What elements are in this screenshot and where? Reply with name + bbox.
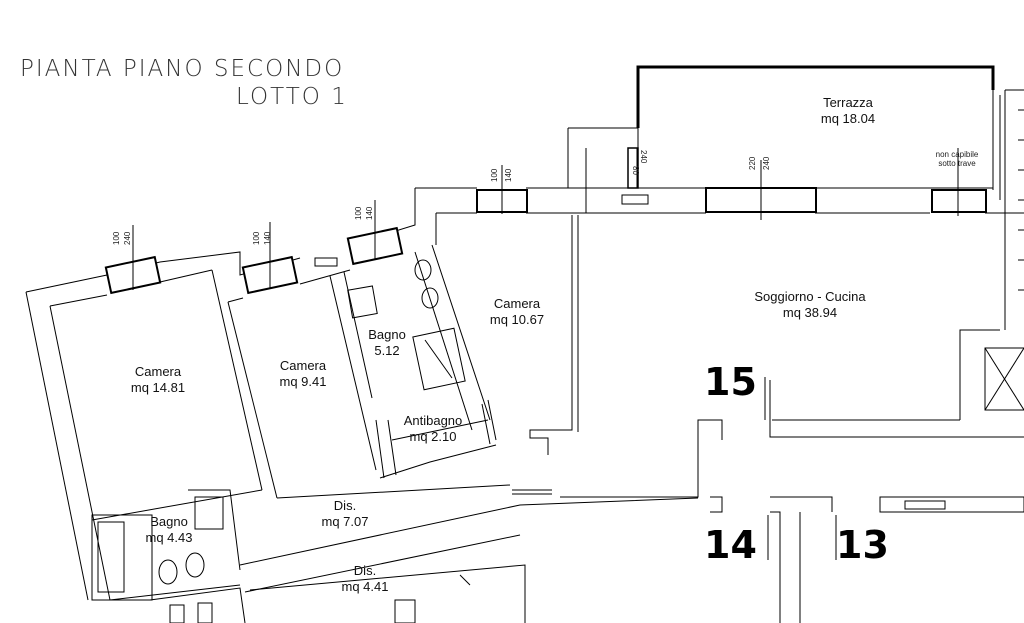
- room-name: Camera: [134, 364, 182, 379]
- room-name: Dis.: [333, 498, 357, 513]
- room-name: Bagno: [368, 327, 406, 342]
- room-area: mq 9.41: [279, 374, 327, 389]
- room-area: mq 4.41: [341, 579, 389, 594]
- note-line1: non capibile: [935, 150, 979, 159]
- room-name: Camera: [279, 358, 327, 373]
- room-area: mq 2.10: [409, 429, 457, 444]
- window-dim-w5-width: 80: [631, 166, 640, 175]
- room-label-dis-b: Dis. mq 4.41: [330, 563, 400, 595]
- room-area: mq 4.43: [145, 530, 193, 545]
- lift-shaft: [985, 348, 1024, 410]
- room-area: 5.12: [374, 343, 400, 358]
- room-name: Soggiorno - Cucina: [754, 289, 866, 304]
- windows: [106, 148, 986, 293]
- room-area: mq 38.94: [782, 305, 838, 320]
- window-dim-w3-width: 100: [354, 206, 363, 220]
- window-dim-w4-height: 140: [504, 168, 513, 182]
- room-name: Bagno: [150, 514, 188, 529]
- room-label-camera-a: Camera mq 10.67: [472, 296, 562, 328]
- window-dim-w2-height: 140: [263, 231, 272, 245]
- room-area: mq 14.81: [130, 380, 186, 395]
- room-area: mq 10.67: [489, 312, 545, 327]
- room-name: Camera: [493, 296, 541, 311]
- window-dim-w3-height: 140: [365, 206, 374, 220]
- room-label-soggiorno: Soggiorno - Cucina mq 38.94: [730, 289, 890, 321]
- unit-number-15: 15: [704, 360, 757, 404]
- window-dim-w5-height: 240: [639, 150, 648, 164]
- room-label-camera-c: Camera mq 9.41: [258, 358, 348, 390]
- window-dim-w6-width: 220: [748, 156, 757, 170]
- window-dim-w1-width: 100: [112, 231, 121, 245]
- note-beam: non capibile sotto trave: [924, 150, 990, 168]
- note-line2: sotto trave: [938, 159, 976, 168]
- room-label-antibagno: Antibagno mq 2.10: [398, 413, 468, 445]
- room-name: Antibagno: [403, 413, 463, 428]
- plan-title-line2: LOTTO 1: [236, 84, 348, 110]
- plan-title-line1: PIANTA PIANO SECONDO: [20, 56, 345, 82]
- room-label-camera-b: Camera mq 14.81: [113, 364, 203, 396]
- room-area: mq 7.07: [321, 514, 369, 529]
- unit-number-13: 13: [836, 523, 889, 567]
- room-name: Terrazza: [823, 95, 873, 110]
- window-dim-w1-height: 240: [123, 231, 132, 245]
- terrace-parapet: [638, 67, 993, 128]
- room-label-bagno-a: Bagno 5.12: [362, 327, 412, 359]
- room-label-bagno-b: Bagno mq 4.43: [134, 514, 204, 546]
- window-dim-w2-width: 100: [252, 231, 261, 245]
- corridor-wall: [277, 485, 510, 498]
- window-dim-w6-height: 240: [762, 156, 771, 170]
- window-dim-w4-width: 100: [490, 168, 499, 182]
- room-area: mq 18.04: [820, 111, 876, 126]
- unit-number-14: 14: [704, 523, 757, 567]
- room-label-dis-a: Dis. mq 7.07: [310, 498, 380, 530]
- room-label-terrazza: Terrazza mq 18.04: [788, 95, 908, 127]
- room-name: Dis.: [353, 563, 377, 578]
